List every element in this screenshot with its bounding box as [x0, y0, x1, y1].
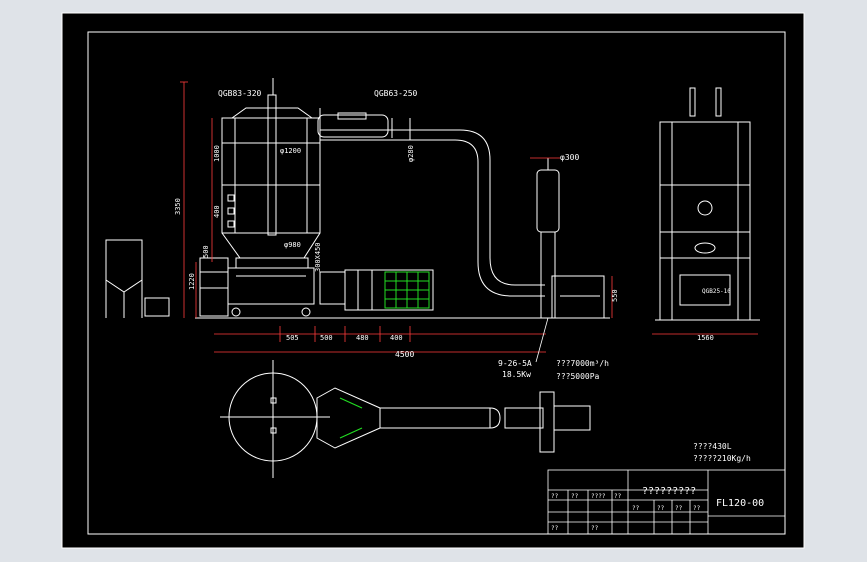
fan-power-label: 18.5Kw: [502, 370, 531, 379]
title-row2-cell-2: ??: [591, 525, 599, 532]
dim-300x450-label: 300X450: [314, 242, 322, 272]
fan-pressure-label: ???5000Pa: [556, 372, 600, 381]
center-pipe: [267, 94, 277, 236]
plan-view: [220, 360, 591, 478]
dia-1200-label: φ1200: [280, 147, 301, 155]
fan-housing: [551, 275, 605, 319]
title-row2-cell-6: ??: [693, 505, 701, 512]
dim-h-4500: 4500: [395, 350, 414, 359]
side-pipe-right: [715, 87, 722, 117]
plan-dampers: [339, 397, 363, 439]
heat-exchanger-grid: [384, 271, 430, 309]
spec-line-2: ?????210Kg/h: [693, 454, 751, 463]
plan-duct: [379, 407, 491, 429]
exhaust-fan: [536, 158, 605, 319]
drawing-number: FL120-00: [716, 498, 764, 509]
annotations: QGB83-320 QGB63-250 φ1200 φ980 φ280 φ300…: [174, 89, 751, 463]
side-pipe-left: [689, 87, 696, 117]
dia-980-label: φ980: [284, 241, 301, 249]
title-row2-cell-4: ??: [657, 505, 665, 512]
dryer-tower: [221, 117, 321, 234]
spec-line-1: ????430L: [693, 442, 732, 451]
dim-h-480: 480: [356, 334, 369, 342]
dim-fan-550: 550: [611, 289, 619, 302]
dim-v-1220: 1220: [188, 273, 196, 290]
dim-v-3350: 3350: [174, 198, 182, 215]
title-row1-cell-4: ??: [614, 493, 622, 500]
fan-model-label: 9-26-5A: [498, 359, 532, 368]
dia-300-label: φ300: [560, 153, 579, 162]
title-row1-cell-2: ??: [571, 493, 579, 500]
title-row2-cell-5: ??: [675, 505, 683, 512]
dim-h-500: 500: [320, 334, 333, 342]
fan-flow-label: ???7000m³/h: [556, 359, 609, 368]
title-block-text: ????????? FL120-00 ?? ?? ???? ?? ?? ?? ?…: [551, 486, 764, 532]
dia-280-label: φ280: [407, 145, 415, 162]
dim-h-400: 400: [390, 334, 403, 342]
loading-hopper: [105, 239, 170, 318]
front-view: [195, 78, 610, 319]
dim-v-500: 500: [202, 245, 210, 258]
dim-v-400: 400: [213, 205, 221, 218]
drawing-border: [87, 31, 786, 535]
valve-left-label: QGB83-320: [218, 89, 262, 98]
exhaust-duct: [317, 108, 545, 297]
dim-side-1560: 1560: [697, 334, 714, 342]
valve-top-label: QGB63-250: [374, 89, 418, 98]
side-view: [655, 87, 760, 321]
dim-v-1000: 1000: [213, 145, 221, 162]
title-row2-cell-3: ??: [632, 505, 640, 512]
title-row2-cell-1: ??: [551, 525, 559, 532]
dim-h-505: 505: [286, 334, 299, 342]
title-block: [547, 469, 786, 535]
drawing-title: ?????????: [642, 486, 696, 497]
tower-cap: [231, 107, 313, 119]
title-row1-cell-3: ????: [591, 493, 606, 500]
dimension-lines: [180, 81, 758, 353]
air-heater: [344, 269, 434, 311]
side-view-label: QGB25-10: [702, 288, 731, 295]
duct-valve-body: [317, 114, 389, 138]
title-row1-cell-1: ??: [551, 493, 559, 500]
